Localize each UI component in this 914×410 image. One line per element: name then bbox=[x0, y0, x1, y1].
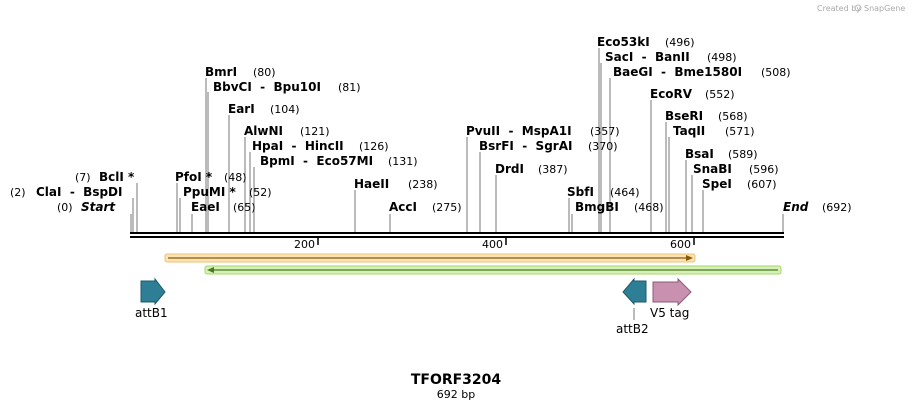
site-drdi-name: DrdI bbox=[495, 162, 524, 176]
site-ppumi-name: PpuMI * bbox=[183, 185, 237, 199]
site-eaei-name: EaeI bbox=[191, 200, 220, 214]
site-haeii-pos: (238) bbox=[408, 178, 438, 191]
site-marker-lines bbox=[130, 48, 784, 232]
site-bcli-pos: (7) bbox=[75, 171, 91, 184]
snapgene-logo-icon bbox=[854, 4, 862, 12]
site-bmri-name: BmrI bbox=[205, 65, 237, 79]
site-baegi-name: BaeGI - Bme1580I bbox=[613, 65, 742, 79]
feature-attb1-label: attB1 bbox=[135, 306, 168, 320]
site-spei-name: SpeI bbox=[702, 177, 732, 191]
tick-label-200: 200 bbox=[294, 238, 315, 251]
site-eaei-pos: (65) bbox=[233, 201, 256, 214]
site-baegi-pos: (508) bbox=[761, 66, 791, 79]
attb2-arrow-icon bbox=[622, 277, 647, 306]
site-bpmi-pos: (131) bbox=[388, 155, 418, 168]
site-clai-pos: (2) bbox=[10, 186, 26, 199]
site-hpai-pos: (126) bbox=[359, 140, 389, 153]
credit-text: Created by bbox=[817, 4, 861, 13]
site-bbvci-name: BbvCI - Bpu10I bbox=[213, 80, 321, 94]
site-labels: Start (0) ClaI - BspDI (2) BclI * (7) Pf… bbox=[10, 35, 852, 214]
site-bmri-pos: (80) bbox=[253, 66, 276, 79]
feature-attb1: attB1 bbox=[135, 277, 168, 320]
site-acci-name: AccI bbox=[389, 200, 417, 214]
site-start-name: Start bbox=[81, 200, 116, 214]
site-bsrfi-pos: (370) bbox=[588, 140, 618, 153]
site-eco53ki-name: Eco53kI bbox=[597, 35, 650, 49]
tick-label-400: 400 bbox=[482, 238, 503, 251]
site-sbfi-pos: (464) bbox=[610, 186, 640, 199]
site-saci-pos: (498) bbox=[707, 51, 737, 64]
site-ecorv-pos: (552) bbox=[705, 88, 735, 101]
orf-arrowhead-icon bbox=[686, 255, 693, 261]
site-end-name: End bbox=[783, 200, 809, 214]
site-pvuii-pos: (357) bbox=[590, 125, 620, 138]
site-clai-name: ClaI - BspDI bbox=[36, 185, 122, 199]
feature-v5-label: V5 tag bbox=[650, 306, 689, 320]
site-bbvci-pos: (81) bbox=[338, 81, 361, 94]
site-bseri-name: BseRI bbox=[665, 109, 703, 123]
site-bmgbi-pos: (468) bbox=[634, 201, 664, 214]
map-length: 692 bp bbox=[437, 388, 475, 401]
v5-tag-arrow-icon bbox=[652, 277, 692, 307]
site-sbfi-name: SbfI bbox=[567, 185, 594, 199]
feature-attb2-label: attB2 bbox=[616, 322, 649, 336]
site-bsrfi-name: BsrFI - SgrAI bbox=[479, 139, 572, 153]
credit-brand: SnapGene bbox=[864, 4, 905, 13]
site-eco53ki-pos: (496) bbox=[665, 36, 695, 49]
site-drdi-pos: (387) bbox=[538, 163, 568, 176]
site-spei-pos: (607) bbox=[747, 178, 777, 191]
site-snabi-name: SnaBI bbox=[693, 162, 732, 176]
site-eari-pos: (104) bbox=[270, 103, 300, 116]
green-arrowhead-icon bbox=[207, 267, 214, 273]
feature-v5-tag: V5 tag bbox=[650, 277, 692, 320]
site-ecorv-name: EcoRV bbox=[650, 87, 693, 101]
site-ppumi-pos: (52) bbox=[249, 186, 272, 199]
site-acci-pos: (275) bbox=[432, 201, 462, 214]
site-end-pos: (692) bbox=[822, 201, 852, 214]
site-pfoi-pos: (48) bbox=[224, 171, 247, 184]
site-bcli-name: BclI * bbox=[99, 170, 135, 184]
sequence-backbone bbox=[130, 232, 784, 245]
site-haeii-name: HaeII bbox=[354, 177, 389, 191]
site-taqii-name: TaqII bbox=[673, 124, 705, 138]
site-snabi-pos: (596) bbox=[749, 163, 779, 176]
site-bsai-pos: (589) bbox=[728, 148, 758, 161]
feature-attb2: attB2 bbox=[616, 277, 649, 336]
site-bseri-pos: (568) bbox=[718, 110, 748, 123]
site-bsai-name: BsaI bbox=[685, 147, 714, 161]
site-hpai-name: HpaI - HincII bbox=[252, 139, 344, 153]
site-start-pos: (0) bbox=[57, 201, 73, 214]
site-pvuii-name: PvuII - MspA1I bbox=[466, 124, 572, 138]
orf-arrow bbox=[164, 253, 696, 263]
site-alwni-pos: (121) bbox=[300, 125, 330, 138]
site-taqii-pos: (571) bbox=[725, 125, 755, 138]
attb1-arrow-icon bbox=[140, 277, 166, 306]
tick-label-600: 600 bbox=[670, 238, 691, 251]
map-title: TFORF3204 bbox=[411, 372, 502, 388]
site-eari-name: EarI bbox=[228, 102, 255, 116]
green-reverse-arrow bbox=[204, 265, 782, 275]
site-alwni-name: AlwNI bbox=[244, 124, 283, 138]
site-pfoi-name: PfoI * bbox=[175, 170, 213, 184]
site-saci-name: SacI - BanII bbox=[605, 50, 690, 64]
site-bpmi-name: BpmI - Eco57MI bbox=[260, 154, 373, 168]
site-bmgbi-name: BmgBI bbox=[575, 200, 619, 214]
